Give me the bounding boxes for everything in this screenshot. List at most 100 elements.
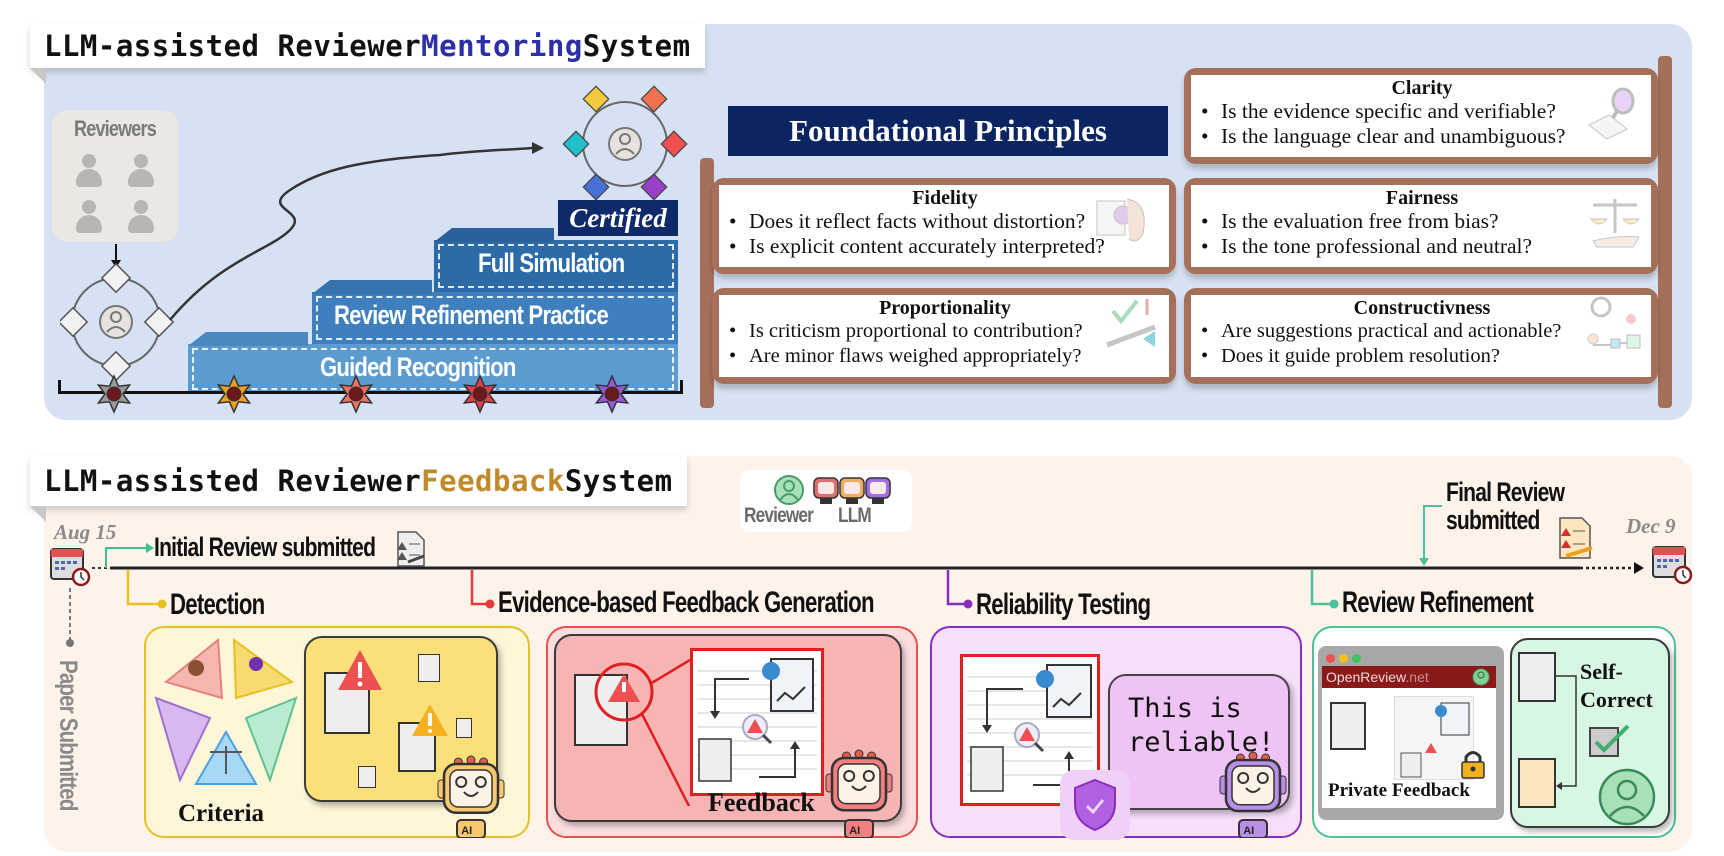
end-date: Dec 9 bbox=[1626, 514, 1676, 538]
stair-top-face bbox=[188, 332, 308, 346]
reliability-speech: This is reliable! bbox=[1128, 692, 1274, 760]
stair-baseline bbox=[58, 391, 682, 394]
feedback-document-graphic bbox=[697, 658, 817, 782]
reviewer-person-icon bbox=[126, 200, 156, 234]
criteria-label: Criteria bbox=[178, 800, 265, 827]
principle-question: Are suggestions practical and actionable… bbox=[1199, 319, 1645, 344]
principle-question: Is the tone professional and neutral? bbox=[1199, 234, 1645, 259]
stage-label-refinement: Review Refinement bbox=[1342, 586, 1534, 619]
constructiveness-criterion-icon bbox=[244, 696, 298, 784]
gear-flowchart-icon bbox=[1587, 296, 1641, 349]
reviewer-person-icon bbox=[74, 200, 104, 234]
self-correct-line2: Correct bbox=[1580, 687, 1653, 712]
stair-top-face bbox=[312, 280, 432, 294]
baseline-tick bbox=[680, 380, 683, 394]
review-document-icon bbox=[1330, 702, 1366, 750]
feedback-label: Feedback bbox=[708, 788, 815, 817]
orange-warning-icon bbox=[412, 704, 448, 736]
magnifier-book-icon bbox=[1588, 87, 1635, 140]
window-minimize-dot bbox=[1339, 654, 1348, 663]
baseline-tick bbox=[58, 380, 61, 394]
shelf-post-right bbox=[1658, 56, 1672, 408]
small-document-icon bbox=[456, 718, 472, 738]
stair-label: Guided Recognition bbox=[320, 352, 516, 382]
principle-question: Does it guide problem resolution? bbox=[1199, 344, 1645, 369]
level-badge-icon bbox=[594, 374, 630, 414]
progress-curve-arrow bbox=[169, 142, 544, 321]
review-document-icon bbox=[397, 531, 425, 567]
arrow-head-icon bbox=[532, 142, 544, 154]
proportionality-criterion-icon bbox=[154, 696, 212, 783]
principle-card-constructiveness: Constructivness Are suggestions practica… bbox=[1184, 288, 1658, 384]
final-review-line2: submitted bbox=[1446, 505, 1540, 535]
feedback-document bbox=[690, 648, 824, 796]
title-highlight: Mentoring bbox=[421, 29, 583, 63]
cube-icons bbox=[60, 262, 175, 382]
review-document-icon bbox=[1518, 652, 1556, 702]
checkbox-checked-icon bbox=[1589, 724, 1630, 757]
principle-card-fairness: Fairness Is the evaluation free from bia… bbox=[1184, 178, 1658, 274]
title-fold bbox=[30, 68, 46, 84]
legend: Reviewer LLM bbox=[740, 470, 912, 532]
feedback-system-title: LLM-assisted Reviewer Feedback System bbox=[30, 456, 687, 506]
level-badge-icon bbox=[462, 374, 498, 414]
openreview-window: OpenReview.net Private Feedback bbox=[1318, 646, 1504, 820]
principle-card-fidelity: Fidelity Does it reflect facts without d… bbox=[712, 178, 1176, 274]
ai-robot-icon: AI bbox=[825, 749, 893, 838]
self-correct-label: Self- Correct bbox=[1580, 658, 1653, 714]
stage-label-detection: Detection bbox=[170, 588, 265, 621]
title-highlight: Feedback bbox=[421, 464, 565, 498]
stair-full-simulation: Full Simulation bbox=[434, 240, 678, 292]
zoom-callout bbox=[594, 658, 691, 806]
foundational-principles-banner: Foundational Principles bbox=[728, 106, 1168, 156]
initial-review-label: Initial Review submitted bbox=[154, 532, 376, 562]
calendar-clock-icon-end bbox=[1652, 546, 1693, 585]
user-avatar-icon bbox=[1472, 668, 1490, 686]
final-review-line1: Final Review bbox=[1446, 477, 1565, 507]
principle-title: Fidelity bbox=[912, 187, 978, 209]
colored-cube-icons bbox=[562, 85, 688, 201]
criteria-pentagon bbox=[154, 637, 298, 785]
principle-title: Fairness bbox=[1385, 187, 1459, 209]
principle-question: Are minor flaws weighed appropriately? bbox=[727, 344, 1163, 369]
refinement-stage-card: OpenReview.net Private Feedback Self- Co… bbox=[1312, 626, 1676, 838]
reviewer-ring-graphic bbox=[60, 244, 175, 382]
stair-review-refinement: Review Refinement Practice bbox=[312, 292, 678, 344]
revision-arrow bbox=[1556, 675, 1577, 790]
calendar-clock-icon-start bbox=[50, 548, 91, 587]
principle-card-clarity: Clarity Is the evidence specific and ver… bbox=[1184, 68, 1658, 164]
ai-badge-label: AI bbox=[849, 825, 860, 837]
certified-reviewer-ring bbox=[562, 85, 688, 201]
document-head-icon bbox=[1096, 198, 1145, 242]
ai-robot-icon: AI bbox=[1219, 751, 1287, 838]
private-feedback-document bbox=[1394, 696, 1474, 780]
revised-document-icon bbox=[1518, 758, 1556, 808]
window-close-dot bbox=[1326, 654, 1335, 663]
feedback-document-graphic bbox=[1400, 702, 1470, 778]
principle-question: Is explicit content accurately interpret… bbox=[727, 234, 1163, 259]
final-review-document-icon bbox=[1559, 517, 1593, 559]
stage-label-generation: Evidence-based Feedback Generation bbox=[498, 586, 875, 619]
ai-robot-icon: AI bbox=[437, 755, 505, 838]
site-name: OpenReview bbox=[1326, 669, 1406, 685]
detection-stage-card: Criteria AI bbox=[144, 626, 530, 838]
stair-label: Review Refinement Practice bbox=[334, 300, 609, 330]
feedback-document-graphic bbox=[967, 664, 1093, 792]
principle-title: Proportionality bbox=[879, 297, 1011, 319]
title-prefix: LLM-assisted Reviewer bbox=[44, 29, 422, 63]
level-badge-icon bbox=[96, 374, 132, 414]
legend-reviewer-label: Reviewer bbox=[744, 504, 814, 527]
principle-card-proportionality: Proportionality Is criticism proportiona… bbox=[712, 288, 1176, 384]
red-warning-icon bbox=[338, 650, 382, 690]
llm-robot-icon bbox=[813, 477, 839, 504]
shield-badge bbox=[1060, 770, 1130, 840]
title-suffix: System bbox=[564, 464, 673, 498]
certified-badge: Certified bbox=[558, 200, 678, 236]
start-date: Aug 15 bbox=[54, 520, 117, 544]
shield-check-icon bbox=[1074, 778, 1116, 832]
lock-icon bbox=[1461, 751, 1485, 779]
stair-top-face bbox=[434, 228, 554, 242]
llm-robot-icon bbox=[865, 477, 891, 504]
principle-question: Is the evidence specific and verifiable? bbox=[1199, 99, 1645, 124]
final-review-label: Final Review submitted bbox=[1446, 477, 1565, 535]
